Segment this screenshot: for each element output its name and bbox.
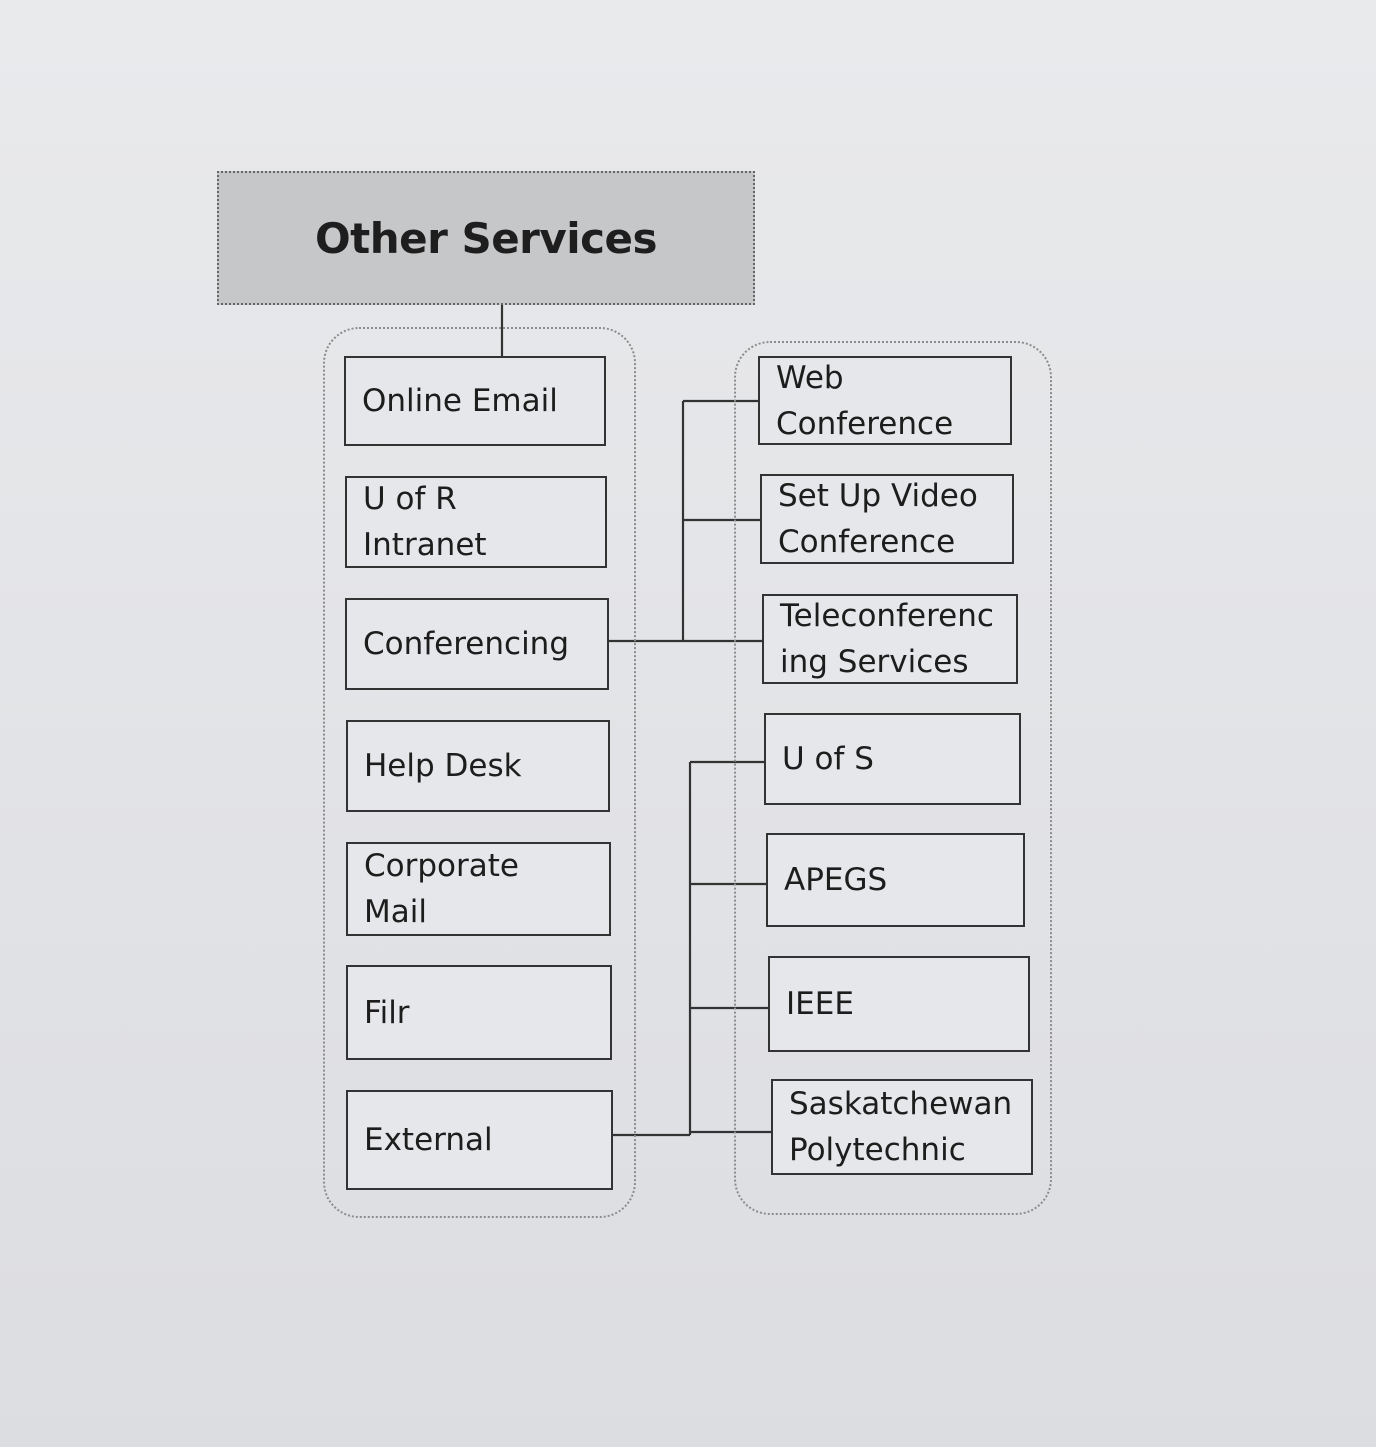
node-apegs-label: APEGS [784, 862, 888, 898]
node-u-of-s-label: U of S [782, 741, 874, 777]
node-conferencing-label: Conferencing [363, 626, 570, 662]
right-services-group [734, 341, 1052, 1215]
node-ieee: IEEE [768, 956, 1030, 1052]
node-filr: Filr [346, 965, 612, 1060]
node-external: External [346, 1090, 613, 1190]
node-corporate-mail: Corporate Mail [346, 842, 611, 936]
diagram-title: Other Services [217, 171, 755, 305]
node-teleconferencing-services: Teleconferenc ing Services [762, 594, 1018, 684]
node-corporate-mail-label: Corporate Mail [364, 848, 519, 930]
left-services-group [323, 327, 636, 1218]
node-external-label: External [364, 1122, 493, 1158]
node-u-of-s: U of S [764, 713, 1021, 805]
node-saskatchewan-polytechnic-label: Saskatchewan Polytechnic [789, 1086, 1013, 1168]
node-u-of-r-intranet: U of R Intranet [345, 476, 607, 568]
node-saskatchewan-polytechnic: Saskatchewan Polytechnic [771, 1079, 1033, 1175]
node-help-desk-label: Help Desk [364, 748, 522, 784]
node-teleconferencing-services-label: Teleconferenc ing Services [780, 598, 994, 680]
node-online-email: Online Email [344, 356, 606, 446]
node-filr-label: Filr [364, 994, 410, 1031]
node-ieee-label: IEEE [786, 986, 854, 1022]
node-set-up-video-conference: Set Up Video Conference [760, 474, 1014, 564]
node-apegs: APEGS [766, 833, 1025, 927]
node-conferencing: Conferencing [345, 598, 609, 690]
node-u-of-r-intranet-label: U of R Intranet [363, 481, 487, 563]
node-set-up-video-conference-label: Set Up Video Conference [778, 478, 978, 560]
node-online-email-label: Online Email [362, 383, 558, 419]
node-help-desk: Help Desk [346, 720, 610, 812]
node-web-conference: Web Conference [758, 356, 1012, 445]
node-web-conference-label: Web Conference [776, 359, 954, 442]
